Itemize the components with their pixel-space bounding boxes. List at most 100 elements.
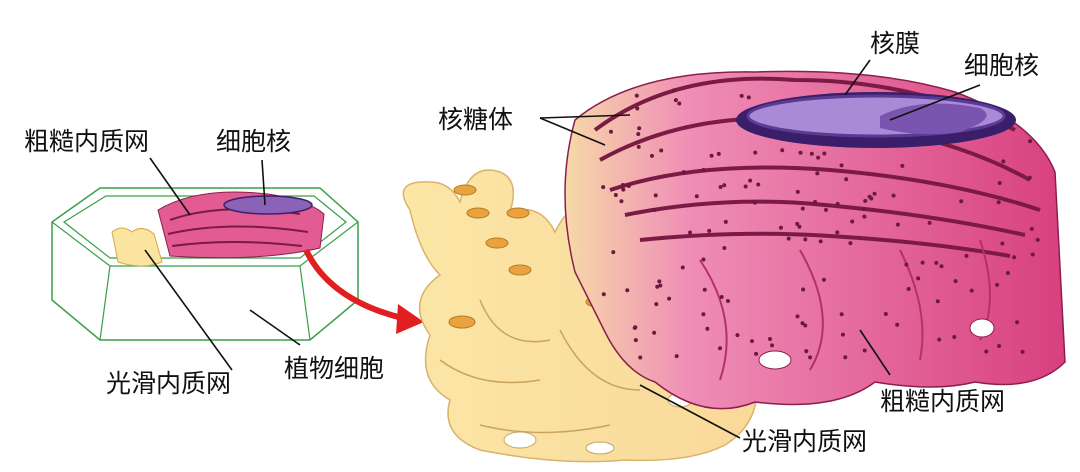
ribosome-dot [964,253,969,258]
ribosome-dot [707,228,712,233]
ribosome-dot [795,221,800,226]
ribosome-dot [895,222,900,227]
ribosome-dot [997,181,1002,186]
ribosome-dot [753,150,758,155]
ribosome-dot [701,167,706,172]
ribosome-dot [872,191,877,196]
ribosome-dot [797,224,802,229]
ribosome-dot [611,250,616,255]
ribosome-dot [778,225,783,230]
label-left-rough-er: 粗糙内质网 [24,127,149,156]
ribosome-dot [756,182,761,187]
label-nucleus: 细胞核 [964,51,1039,80]
ribosome-dot [843,355,848,360]
ribosome-dot [672,88,677,93]
ribosome-dot [673,98,678,103]
label-plant-cell: 植物细胞 [284,354,384,383]
ribosome-dot [934,260,939,265]
ribosome-dot [939,264,944,269]
ribosome-dot [863,198,868,203]
ribosome-dot [739,93,744,98]
ribosome-dot [937,337,942,342]
ribosome-dot [681,170,686,175]
ribosome-dot [1012,255,1017,260]
ribosome-dot [657,279,662,284]
ribosome-dot [959,199,964,204]
ribosome-dot [638,355,643,360]
ribosome-dot [808,355,813,360]
ribosome-dot [850,219,855,224]
ribosome-dot [649,153,654,158]
ribosome-dot [862,214,867,219]
ribosome-dot [969,288,974,293]
ribosome-dot [667,296,672,301]
ribosome-dot [891,193,896,198]
ribosome-dot [601,185,606,190]
ribosome-dot [652,330,657,335]
ribosome-dot [804,349,809,354]
ribosome-dot [780,148,785,153]
ribosome-dot [701,257,706,262]
ribosome-dot [995,282,1000,287]
ribosome-dot [659,148,664,153]
ribosome-dot [635,106,640,111]
rough-er-detail [564,70,1066,410]
ribosome-dot [634,93,639,98]
ribosome-dot [701,312,706,317]
ribosome-dot [1035,237,1040,242]
ribosome-dot [754,351,759,356]
ribosome-dot [688,230,693,235]
ribosome-dot [722,246,727,251]
ribosome-dot [718,346,723,351]
ribosome-dot [637,126,642,131]
ribosome-dot [844,177,849,182]
ribosome-dot [702,287,707,292]
ribosome-dot [752,200,757,205]
ribosome-dot [904,262,909,267]
ribosome-dot [716,151,721,156]
ribosome-dot [800,321,805,326]
label-left-smooth-er: 光滑内质网 [106,369,231,398]
ribosome-dot [1015,320,1020,325]
ribosome-dot [984,349,989,354]
ribosome-dot [1005,271,1010,276]
ribosome-dot [809,151,814,156]
ribosome-dot [816,155,821,160]
ribosome-dot [632,325,637,330]
ribosome-dot [723,219,728,224]
ribosome-dot [916,276,921,281]
label-rough-er: 粗糙内质网 [880,387,1005,416]
ribosome-dot [750,339,755,344]
label-left-nucleus: 细胞核 [216,127,291,156]
ribosome-dot [839,163,844,168]
ribosome-dot [613,193,618,198]
ribosome-dot [674,354,679,359]
mini-nucleus [223,195,313,215]
ribosome-dot [824,207,829,212]
ribosome-dot [1029,226,1034,231]
magnify-arrow [303,248,424,334]
ribosome-dot [719,294,724,299]
ribosome-dot [800,206,805,211]
leader-lines [144,59,981,439]
ribosome-dot [653,193,658,198]
ribosome-dot [996,200,1001,205]
ribosome-dot [601,292,606,297]
ribosome-dot [658,283,663,288]
ribosome-dot [786,236,791,241]
ribosome-dot [770,343,775,348]
ribosome-dot [840,332,845,337]
ribosome-dot [746,95,751,100]
ribosome-dot [813,199,818,204]
ribosome-dot [1027,175,1032,180]
ribosome-dot [633,338,638,343]
ribosome-dot [718,185,723,190]
ribosome-dot [748,178,753,183]
ribosome-dot [608,129,613,134]
ribosome-dot [680,265,685,270]
ribosome-dot [801,287,806,292]
ribosome-dot [906,287,911,292]
label-smooth-er: 光滑内质网 [742,427,867,456]
